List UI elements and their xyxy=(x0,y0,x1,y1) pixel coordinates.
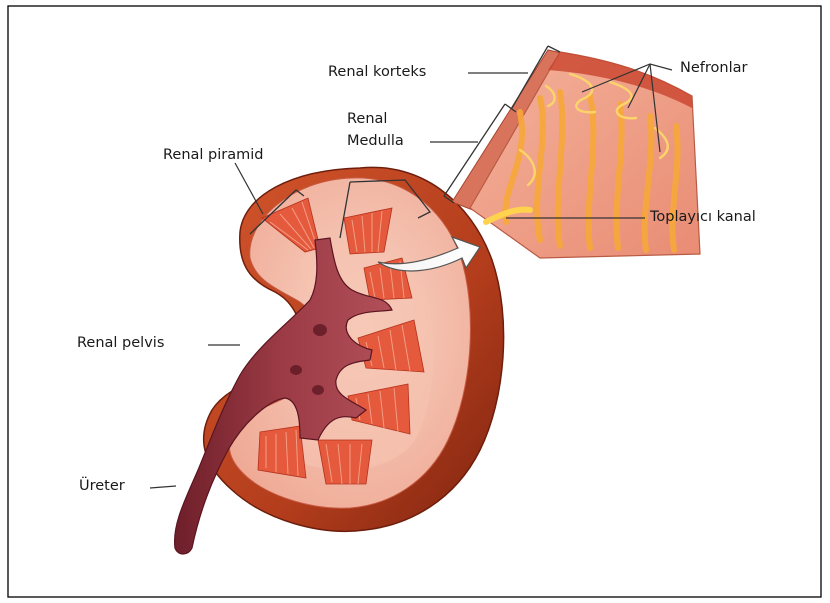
label-renal-pelvis: Renal pelvis xyxy=(77,334,164,353)
label-ureter: Üreter xyxy=(79,477,125,496)
label-toplayici-kanal: Toplayıcı kanal xyxy=(650,208,756,227)
label-renal-korteks: Renal korteks xyxy=(328,63,426,82)
renal-pyramid xyxy=(258,426,306,478)
label-nefronlar: Nefronlar xyxy=(680,59,747,78)
label-renal-piramid: Renal piramid xyxy=(163,146,264,165)
label-renal-medulla-line2: Medulla xyxy=(347,132,404,151)
kidney xyxy=(175,167,504,554)
label-renal-medulla-line1: Renal xyxy=(347,110,387,129)
